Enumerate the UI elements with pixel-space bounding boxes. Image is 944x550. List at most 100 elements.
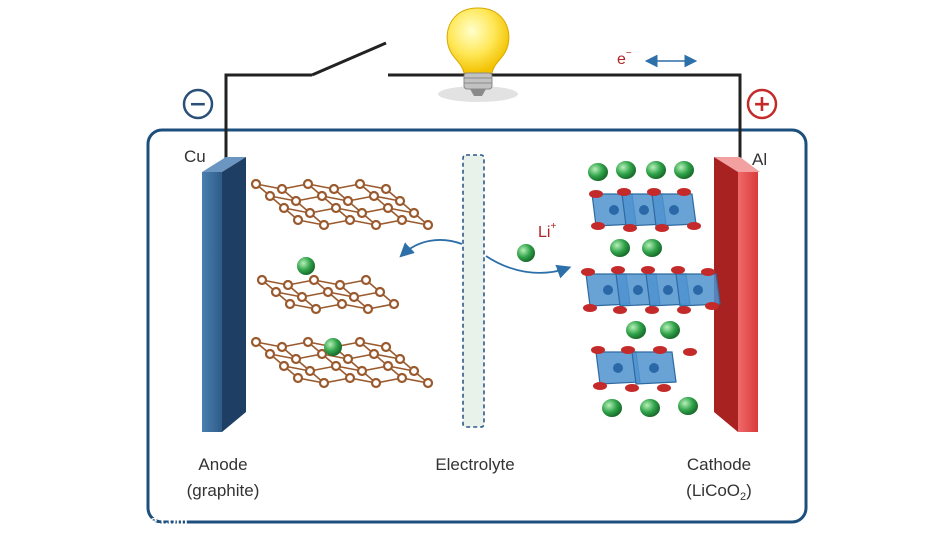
oxygen-atom — [591, 346, 605, 354]
carbon-atom — [380, 341, 392, 353]
carbon-atom — [330, 360, 342, 372]
cobalt-atom — [633, 285, 643, 295]
carbon-atom — [342, 353, 354, 365]
carbon-atom — [316, 190, 328, 202]
carbon-atom — [422, 219, 434, 231]
carbon-atom — [304, 365, 316, 377]
cobalt-atom — [639, 205, 649, 215]
carbon-atom — [394, 353, 406, 365]
carbon-atom — [344, 214, 356, 226]
electron-label: e− — [617, 48, 632, 68]
lithium-atom — [660, 321, 680, 339]
oxygen-atom — [671, 266, 685, 274]
carbon-atom — [290, 195, 302, 207]
oxygen-atom — [653, 346, 667, 354]
oxygen-atom — [701, 268, 715, 276]
carbon-atom — [354, 178, 366, 190]
lithium-ion-charge: + — [550, 221, 557, 232]
lithium-atom — [610, 239, 630, 257]
carbon-atom — [382, 202, 394, 214]
cobalt-atom — [609, 205, 619, 215]
anode-metal-label: Cu — [184, 147, 206, 166]
carbon-atom — [408, 365, 420, 377]
oxygen-atom — [677, 306, 691, 314]
external-circuit — [224, 41, 742, 160]
oxygen-atom — [583, 304, 597, 312]
oxygen-atom — [589, 190, 603, 198]
oxygen-atom — [593, 382, 607, 390]
carbon-atom — [344, 372, 356, 384]
oxygen-atom — [657, 384, 671, 392]
negative-terminal-icon: − — [182, 88, 214, 120]
oxygen-atom — [581, 268, 595, 276]
graphite-layers — [250, 178, 434, 389]
cobalt-atom — [613, 363, 623, 373]
carbon-atom — [264, 190, 276, 202]
carbon-atom — [316, 348, 328, 360]
carbon-atom — [408, 207, 420, 219]
cobalt-atom — [603, 285, 613, 295]
carbon-atom — [330, 202, 342, 214]
carbon-atom — [342, 195, 354, 207]
carbon-atom — [250, 178, 262, 190]
watermark: e.com — [150, 513, 188, 528]
carbon-atom — [374, 286, 386, 298]
ion-flow-arrow-right — [485, 255, 572, 279]
anode-label: Anode (graphite) — [168, 452, 278, 504]
oxygen-atom — [655, 224, 669, 232]
carbon-atom — [318, 219, 330, 231]
carbon-atom — [348, 291, 360, 303]
oxygen-atom — [677, 188, 691, 196]
oxygen-atom — [645, 306, 659, 314]
carbon-atom — [278, 202, 290, 214]
lithium-atom — [588, 163, 608, 181]
oxygen-atom — [683, 348, 697, 356]
carbon-atom — [308, 274, 320, 286]
cobalt-atom — [669, 205, 679, 215]
oxygen-atom — [647, 188, 661, 196]
carbon-atom — [302, 336, 314, 348]
carbon-atom — [278, 360, 290, 372]
carbon-atom — [394, 195, 406, 207]
anode-material: (graphite) — [186, 481, 260, 500]
carbon-atom — [336, 298, 348, 310]
carbon-atom — [354, 336, 366, 348]
oxygen-atom — [613, 306, 627, 314]
oxygen-atom — [621, 346, 635, 354]
carbon-atom — [334, 279, 346, 291]
carbon-atom — [360, 274, 372, 286]
carbon-atom — [356, 207, 368, 219]
cobalt-atom — [663, 285, 673, 295]
svg-text:+: + — [753, 92, 771, 117]
cathode-title: Cathode — [686, 455, 752, 474]
carbon-atom — [362, 303, 374, 315]
lithium-atom — [324, 338, 342, 356]
carbon-atom — [396, 372, 408, 384]
oxygen-atom — [641, 266, 655, 274]
carbon-atom — [256, 274, 268, 286]
lithium-atom — [678, 397, 698, 415]
lithium-atom — [626, 321, 646, 339]
positive-terminal-icon: + — [746, 88, 778, 120]
carbon-atom — [310, 303, 322, 315]
lithium-atom — [646, 161, 666, 179]
carbon-atom — [292, 372, 304, 384]
oxygen-atom — [617, 188, 631, 196]
lithium-atom — [642, 239, 662, 257]
lithium-atom — [297, 257, 315, 275]
oxygen-atom — [611, 266, 625, 274]
electrolyte-label: Electrolyte — [435, 455, 515, 474]
oxygen-atom — [705, 302, 719, 310]
carbon-atom — [368, 190, 380, 202]
carbon-atom — [292, 214, 304, 226]
carbon-atom — [264, 348, 276, 360]
lightbulb-icon — [438, 7, 518, 102]
anode-plate — [202, 157, 246, 432]
carbon-atom — [304, 207, 316, 219]
cathode-label: Cathode (LiCoO2) — [664, 452, 774, 506]
carbon-atom — [396, 214, 408, 226]
carbon-atom — [368, 348, 380, 360]
carbon-atom — [322, 286, 334, 298]
carbon-atom — [356, 365, 368, 377]
ion-flow-arrow-left — [399, 239, 463, 258]
